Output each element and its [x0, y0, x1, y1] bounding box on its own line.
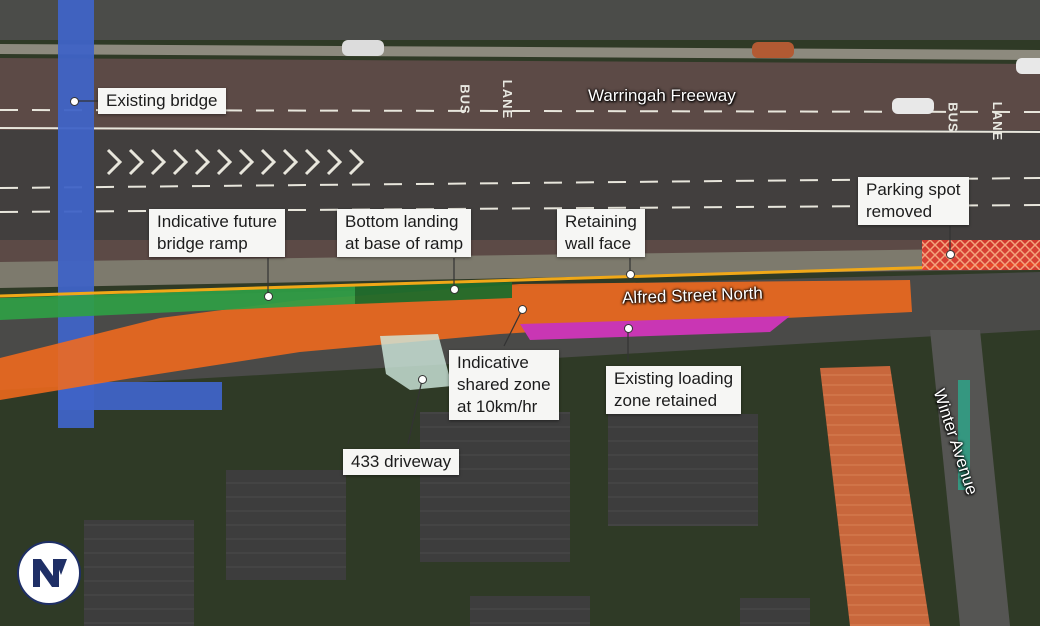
apartment-building-433 — [420, 412, 570, 562]
parking-spot-label: Parking spot removed — [858, 177, 969, 225]
tiled-apartment-building — [820, 366, 930, 626]
house — [226, 470, 346, 580]
lane-edge-line — [0, 127, 1040, 133]
retaining-wall-strip — [0, 248, 1040, 288]
bus-lane-marking: BUS — [945, 102, 961, 133]
driveway-marker — [418, 375, 427, 384]
retaining-wall-marker — [626, 270, 635, 279]
car — [342, 40, 384, 56]
parking-spot-marker — [946, 250, 955, 259]
warringah-freeway-label: Warringah Freeway — [588, 86, 736, 105]
future-ramp-label: Indicative future bridge ramp — [149, 209, 286, 257]
loading-zone-marker — [624, 324, 633, 333]
alfred-street-overlay — [0, 280, 912, 400]
shared-zone-area — [380, 334, 452, 390]
car — [752, 42, 794, 58]
bottom-landing — [355, 282, 512, 304]
upper-carriageway — [0, 0, 1040, 40]
bottom-landing-marker — [450, 285, 459, 294]
nv-logo-icon — [17, 541, 81, 605]
existing-bridge-label: Existing bridge — [98, 88, 226, 114]
shared-zone-marker — [518, 305, 527, 314]
house — [84, 520, 194, 626]
future-ramp-marker — [264, 292, 273, 301]
leader-lines — [74, 100, 951, 445]
bus-lane-marking: BUS — [457, 84, 473, 115]
bus-lane-marking: LANE — [500, 79, 516, 120]
loading-zone-label: Existing loading zone retained — [606, 366, 742, 414]
building — [470, 596, 590, 626]
shared-zone-label: Indicative shared zone at 10km/hr — [449, 350, 559, 420]
retaining-wall-label: Retaining wall face — [557, 209, 645, 257]
apartment-building — [608, 414, 758, 526]
car — [1016, 58, 1040, 74]
retaining-wall-line — [0, 262, 1040, 298]
existing-bridge-marker — [70, 97, 79, 106]
bottom-landing-label: Bottom landing at base of ramp — [337, 209, 472, 257]
existing-bridge-ramp — [58, 382, 222, 410]
chevron-markings — [106, 148, 365, 176]
bus-lane-marking: LANE — [990, 101, 1006, 142]
driveway-label: 433 driveway — [343, 449, 460, 475]
building — [740, 598, 810, 626]
loading-zone — [520, 316, 790, 340]
parking-removed-area — [922, 240, 1040, 270]
winter-avenue-lane — [958, 380, 970, 490]
car — [892, 98, 934, 114]
